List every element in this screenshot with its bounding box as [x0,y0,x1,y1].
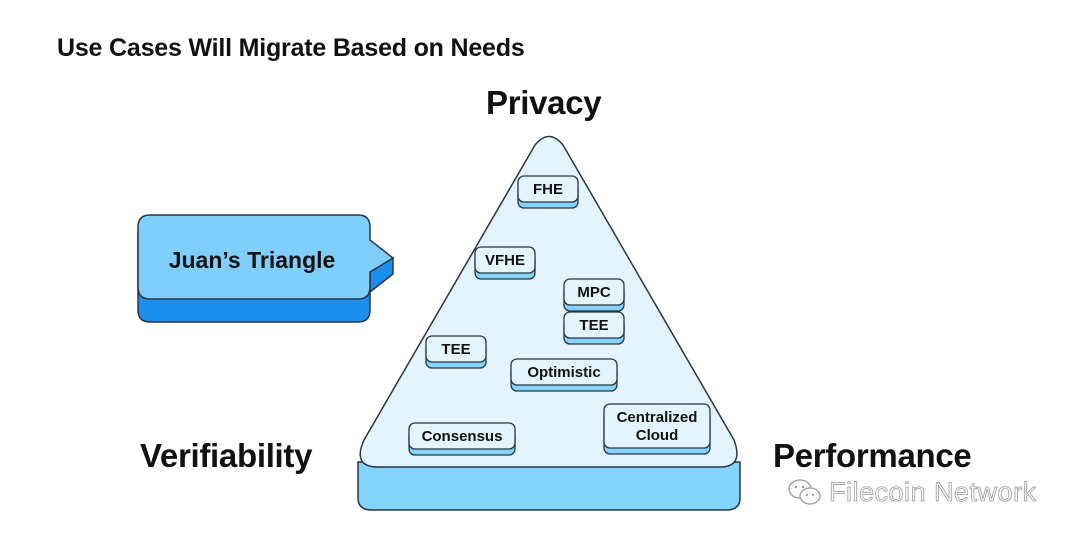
watermark-label: Filecoin Network [829,477,1037,508]
chip-tee-right: TEE [563,311,625,345]
chip-label: TEE [579,317,608,334]
chip-face [563,278,625,306]
chip-label: Consensus [422,428,503,445]
pyramid-extrusion [357,461,741,511]
chip-face [474,246,536,274]
chip-face [425,335,487,363]
watermark: Filecoin Network [787,477,1037,508]
chip-label: TEE [441,341,470,358]
callout-juans-triangle: Juan’s Triangle [137,214,395,323]
axis-label-verifiability: Verifiability [140,437,313,474]
chip-mpc: MPC [563,278,625,312]
pyramid [357,135,741,511]
page-title: Use Cases Will Migrate Based on Needs [57,34,525,62]
chip-face [408,422,516,450]
callout-face [137,214,395,300]
chip-label: Cloud [636,427,679,444]
chip-face [510,358,618,386]
chip-label: MPC [577,284,611,301]
chip-tee-left: TEE [425,335,487,369]
axis-label-privacy: Privacy [486,84,602,121]
chip-consensus: Consensus [408,422,516,456]
chip-label: VFHE [485,252,525,269]
pyramid-face [359,135,738,468]
chip-label: FHE [533,181,563,198]
chip-face [563,311,625,339]
chip-face [517,175,579,203]
wechat-icon [788,478,821,505]
chip-label: Centralized [617,409,698,426]
chip-optimistic: Optimistic [510,358,618,392]
axis-label-performance: Performance [773,437,972,474]
chip-vfhe: VFHE [474,246,536,280]
callout-label: Juan’s Triangle [169,247,336,273]
chip-fhe: FHE [517,175,579,209]
chip-face [603,403,711,449]
chip-label: Optimistic [527,364,600,381]
